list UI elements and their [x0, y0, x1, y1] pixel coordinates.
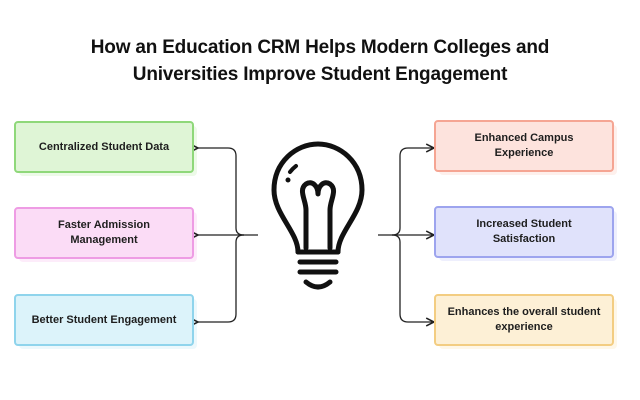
- title-line-1: How an Education CRM Helps Modern Colleg…: [90, 37, 550, 58]
- left-connector: [198, 148, 258, 322]
- right-box-enhanced-campus-experience: Enhanced Campus Experience: [434, 120, 617, 175]
- left-box-better-student-engagement: Better Student Engagement: [14, 294, 197, 349]
- box-label: Increased Student Satisfaction: [476, 218, 572, 245]
- diagram-title: How an Education CRM Helps Modern Colleg…: [0, 34, 640, 88]
- lightbulb-icon: [271, 141, 365, 290]
- right-box-enhances-overall-student-experience: Enhances the overall student experience: [434, 294, 617, 349]
- left-box-faster-admission-management: Faster Admission Management: [14, 207, 197, 262]
- right-box-increased-student-satisfaction: Increased Student Satisfaction: [434, 206, 617, 261]
- box-label: Enhances the overall student experience: [447, 306, 601, 333]
- box-label: Centralized Student Data: [38, 140, 170, 153]
- box-label: Enhanced Campus Experience: [474, 132, 574, 159]
- box-label: Faster Admission Management: [58, 219, 150, 246]
- title-line-2: Universities Improve Student Engagement: [132, 64, 508, 85]
- right-connector: [378, 148, 434, 322]
- box-label: Better Student Engagement: [31, 313, 177, 326]
- left-box-centralized-student-data: Centralized Student Data: [14, 121, 197, 176]
